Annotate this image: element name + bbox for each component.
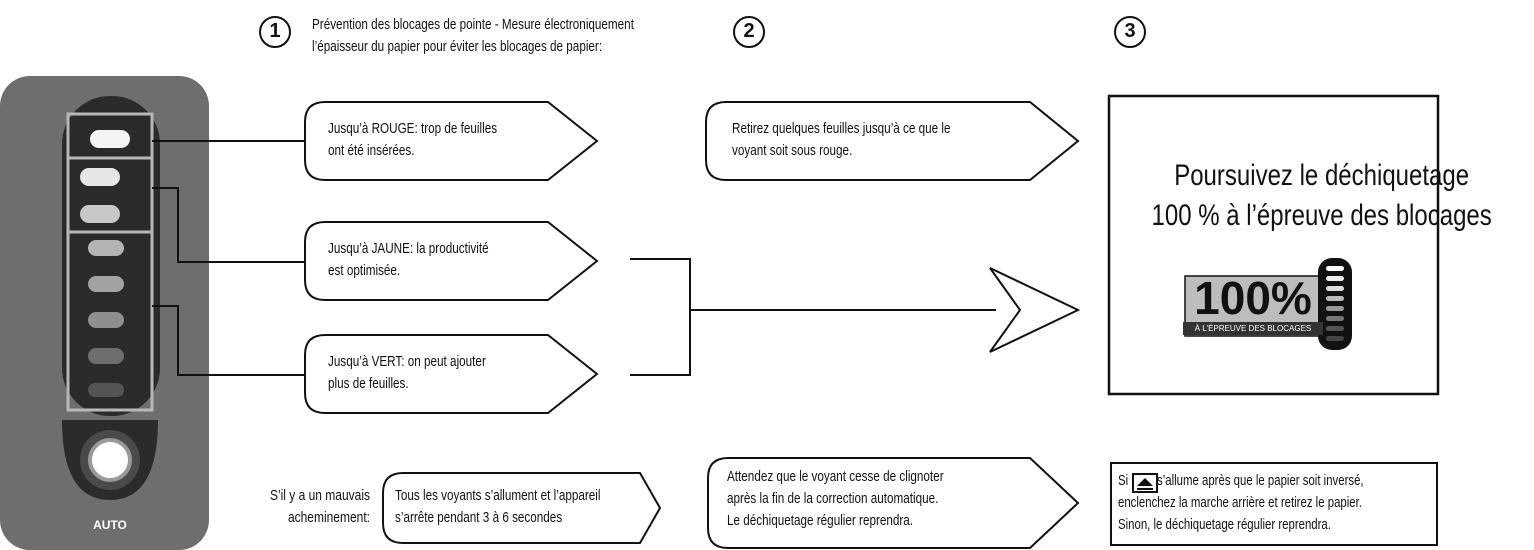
level-yellow-line-1: Jusqu’à JAUNE: la productivité (328, 240, 489, 257)
diagram-graphics (0, 76, 1440, 550)
box-green (304, 334, 599, 414)
misfeed-step-1-text: Tous les voyants s’allument et l’apparei… (395, 485, 601, 529)
led-1 (90, 130, 130, 148)
misfeed-step-3-pre: Si (1118, 472, 1129, 489)
green-zone-frame (66, 230, 154, 412)
misfeed-step-3-line-2: enclenchez la marche arrière et retirez … (1118, 494, 1362, 511)
reverse-icon-arrow (1137, 478, 1153, 486)
level-red-text: Jusqu’à ROUGE: trop de feuilles ont été … (328, 118, 497, 162)
bracket-connector (630, 258, 691, 376)
auto-label: AUTO (93, 518, 127, 532)
misfeed-label: S’il y a un mauvais acheminement: (250, 485, 370, 529)
box-red (304, 101, 599, 181)
misfeed-step-2-line-3: Le déchiquetage régulier reprendra. (727, 512, 914, 529)
action-red-line-1: Retirez quelques feuilles jusqu’à ce que… (732, 120, 951, 137)
step-3-badge: 3 (1114, 16, 1146, 48)
result-text: Poursuivez le déchiquetage 100 % à l’épr… (1109, 156, 1492, 236)
led-5 (88, 276, 124, 292)
badge-caption: À L’ÉPREUVE DES BLOCAGES (1183, 322, 1323, 335)
connector-green (152, 305, 305, 376)
led-7 (88, 348, 124, 364)
badge-100-text: 100% (1194, 272, 1312, 324)
misfeed-label-line-1: S’il y a un mauvais (269, 487, 370, 504)
level-yellow-text: Jusqu’à JAUNE: la productivité est optim… (328, 238, 489, 282)
level-green-text: Jusqu’à VERT: on peut ajouter plus de fe… (328, 351, 486, 395)
level-green-line-2: plus de feuilles. (328, 375, 409, 392)
led-3 (80, 205, 120, 223)
badge-led-4 (1326, 296, 1344, 301)
misfeed-step-2-line-1: Attendez que le voyant cesse de clignote… (727, 468, 944, 485)
result-line-2: 100 % à l’épreuve des blocages (1151, 199, 1492, 232)
result-line-1: Poursuivez le déchiquetage (1174, 159, 1470, 192)
intro-line-2: l’épaisseur du papier pour éviter les bl… (312, 38, 603, 55)
led-8 (88, 383, 124, 397)
led-2 (80, 168, 120, 186)
box-misfeed-1 (382, 472, 662, 544)
misfeed-step-3-line-3: Sinon, le déchiquetage régulier reprendr… (1118, 516, 1331, 533)
badge-led-1 (1326, 266, 1344, 271)
level-red-line-1: Jusqu’à ROUGE: trop de feuilles (328, 120, 498, 137)
misfeed-step-2-text: Attendez que le voyant cesse de clignote… (727, 466, 944, 532)
result-box (1107, 94, 1440, 396)
badge-led-5 (1326, 306, 1344, 311)
badge-led-8 (1326, 336, 1344, 341)
intro-text: Prévention des blocages de pointe - Mesu… (312, 14, 634, 58)
big-arrow (989, 267, 1081, 353)
intro-line-1: Prévention des blocages de pointe - Mesu… (312, 16, 634, 33)
misfeed-step-3-text: Si s’allume après que le papier soit inve… (1118, 470, 1364, 536)
misfeed-step-1-line-2: s’arrête pendant 3 à 6 secondes (395, 509, 563, 526)
box-misfeed-2 (707, 457, 1080, 549)
step-2-badge: 2 (733, 16, 765, 48)
level-red-line-2: ont été insérées. (328, 142, 415, 159)
badge-led-3 (1326, 286, 1344, 291)
misfeed-step-2-line-2: après la fin de la correction automatiqu… (727, 490, 939, 507)
step-1-badge: 1 (259, 16, 291, 48)
badge-led-2 (1326, 276, 1344, 281)
misfeed-step-3-line-1: s’allume après que le papier soit invers… (1157, 472, 1364, 489)
misfeed-step-1-line-1: Tous les voyants s’allument et l’apparei… (395, 487, 601, 504)
led-4 (88, 240, 124, 256)
badge-led-7 (1326, 326, 1344, 331)
action-red-line-2: voyant soit sous rouge. (732, 142, 853, 159)
badge-led-6 (1326, 316, 1344, 321)
auto-button[interactable] (88, 438, 132, 482)
box-misfeed-3 (1110, 462, 1438, 546)
action-red-text: Retirez quelques feuilles jusqu’à ce que… (732, 118, 951, 162)
misfeed-label-line-2: acheminement: (287, 509, 370, 526)
level-green-line-1: Jusqu’à VERT: on peut ajouter (328, 353, 486, 370)
box-yellow (304, 221, 599, 301)
box-action-red (705, 101, 1080, 181)
connector-yellow (152, 187, 305, 263)
level-yellow-line-2: est optimisée. (328, 262, 401, 279)
led-6 (88, 312, 124, 328)
